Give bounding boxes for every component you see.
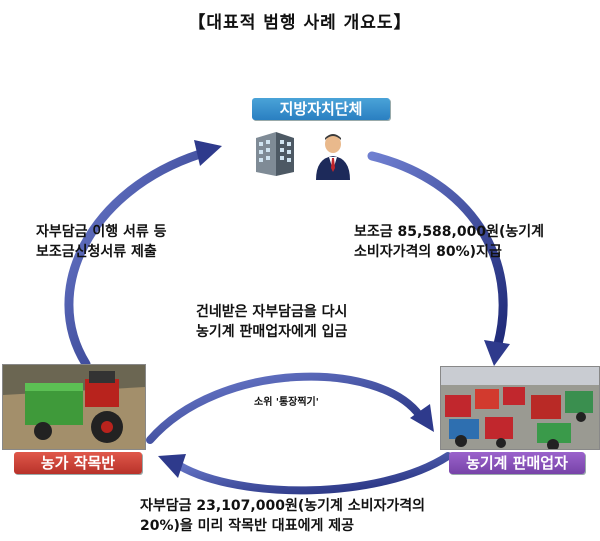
arrow-farm-to-dealer-head — [410, 404, 434, 432]
flow-center-note: 소위 '통장찍기' — [254, 397, 319, 408]
arrow-farm-to-gov-head — [194, 140, 222, 166]
flow-left-line1: 자부담금 이행 서류 등 — [36, 224, 167, 240]
arrow-gov-to-dealer-head — [484, 340, 510, 366]
flow-left-line2: 보조금신청서류 제출 — [36, 244, 157, 260]
flow-center-line2: 농기계 판매업자에게 입금 — [196, 324, 348, 340]
flow-right-line1: 보조금 85,588,000원(농기계 — [354, 224, 544, 240]
arrow-farm-to-gov — [64, 149, 205, 369]
arrow-farm-to-dealer — [146, 372, 424, 444]
farm-tractor-photo — [2, 364, 146, 450]
node-government-label: 지방자치단체 — [252, 98, 390, 120]
official-person-icon — [312, 132, 354, 180]
flow-bottom-line1: 자부담금 23,107,000원(농기계 소비자가격의 — [140, 498, 426, 514]
flow-center-line1: 건네받은 자부담금을 다시 — [196, 304, 348, 320]
node-farm-label: 농가 작목반 — [14, 452, 142, 474]
node-dealer-label: 농기계 판매업자 — [449, 452, 585, 474]
building-icon — [250, 128, 300, 180]
arrow-dealer-to-farm-head — [158, 454, 186, 478]
flow-right-line2: 소비자가격의 80%)지급 — [354, 244, 502, 260]
arrow-gov-to-dealer — [367, 151, 508, 349]
dealer-tractors-photo — [440, 366, 600, 450]
diagram-title: 【대표적 범행 사례 개요도】 — [188, 13, 412, 33]
arrow-dealer-to-farm — [176, 452, 452, 495]
flow-bottom-line2: 20%)을 미리 작목반 대표에게 제공 — [140, 518, 354, 534]
